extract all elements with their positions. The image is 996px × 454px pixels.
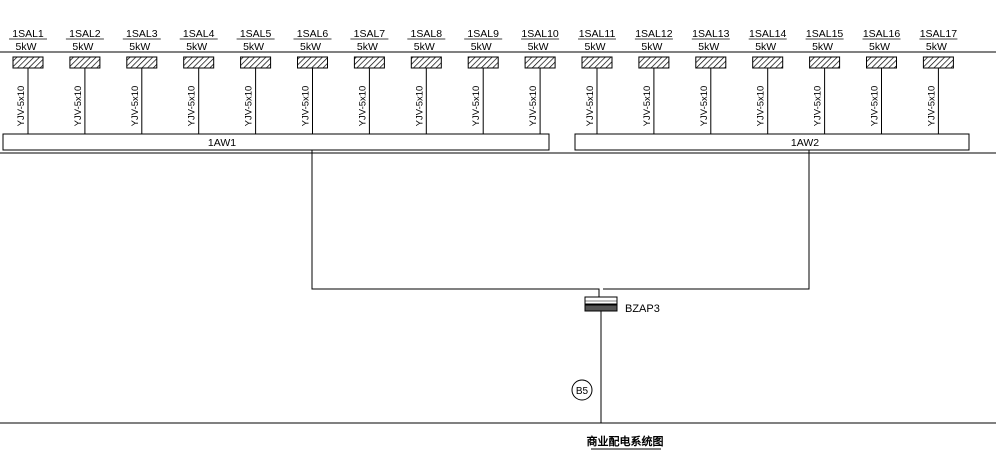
load-power-label: 5kW [869,41,890,53]
load-power-label: 5kW [755,41,776,53]
diagram-caption: 商业配电系统图 [587,434,664,448]
load-power-label: 5kW [926,41,947,53]
load-cable-label: YJV-5x10 [756,86,767,127]
load-id-label: 1SAL5 [240,28,272,40]
panel-1aw2-box [574,133,970,151]
load-breaker-symbol [240,56,272,69]
load-breaker-symbol [353,56,385,69]
feeder-line-1aw2 [603,150,810,290]
feeder-group: 1SAL15kWYJV-5x101SAL25kWYJV-5x101SAL35kW… [9,28,958,134]
load-cable-label: YJV-5x10 [414,86,425,127]
load-power-label: 5kW [414,41,435,53]
load-cable-label: YJV-5x10 [926,86,937,127]
load-breaker-symbol [809,56,841,69]
load-id-label: 1SAL10 [521,28,559,40]
load-breaker-symbol [297,56,328,69]
load-cable-label: YJV-5x10 [301,86,312,127]
load-cable-label: YJV-5x10 [870,86,881,127]
load-id-label: 1SAL15 [806,28,844,40]
load-id-label: 1SAL8 [411,28,443,40]
load-breaker-symbol [410,56,442,69]
panel-1aw2-label: 1AW2 [791,137,819,149]
load-cable-label: YJV-5x10 [357,86,368,127]
bzap3-switch-symbol [584,296,618,312]
load-cable-label: YJV-5x10 [73,86,84,127]
load-cable-label: YJV-5x10 [471,86,482,127]
load-breaker-symbol [695,56,727,69]
cable-marker-circle [571,379,593,401]
load-breaker-symbol [126,56,158,69]
load-id-label: 1SAL14 [749,28,787,40]
load-cable-label: YJV-5x10 [813,86,824,127]
load-breaker-symbol [638,56,670,69]
load-id-label: 1SAL1 [12,28,44,40]
load-power-label: 5kW [16,41,37,53]
load-breaker-symbol [467,56,499,69]
load-id-label: 1SAL6 [297,28,329,40]
load-power-label: 5kW [585,41,606,53]
load-cable-label: YJV-5x10 [642,86,653,127]
load-cable-label: YJV-5x10 [244,86,255,127]
load-cable-label: YJV-5x10 [585,86,596,127]
load-power-label: 5kW [129,41,150,53]
load-id-label: 1SAL11 [579,28,616,40]
feeder-line-1aw1 [311,150,600,298]
bzap3-label: BZAP3 [625,303,660,315]
panel-1aw1-label: 1AW1 [208,137,236,149]
load-id-label: 1SAL12 [635,28,673,40]
load-power-label: 5kW [300,41,321,53]
load-breaker-symbol [752,56,784,69]
load-id-label: 1SAL17 [920,28,958,40]
load-power-label: 5kW [641,41,662,53]
load-cable-label: YJV-5x10 [16,86,27,127]
load-breaker-symbol [922,56,954,69]
load-breaker-symbol [12,56,44,69]
load-id-label: 1SAL3 [126,28,158,40]
load-id-label: 1SAL9 [467,28,499,40]
load-cable-label: YJV-5x10 [528,86,539,127]
load-id-label: 1SAL2 [69,28,101,40]
load-breaker-symbol [524,56,556,69]
load-id-label: 1SAL13 [692,28,730,40]
panel-1aw1-box [2,133,550,151]
load-power-label: 5kW [812,41,833,53]
load-breaker-symbol [183,56,215,69]
load-power-label: 5kW [698,41,719,53]
load-id-label: 1SAL7 [354,28,386,40]
load-breaker-symbol [866,56,897,69]
load-id-label: 1SAL4 [183,28,215,40]
load-id-label: 1SAL16 [863,28,901,40]
load-power-label: 5kW [528,41,549,53]
load-power-label: 5kW [186,41,207,53]
load-power-label: 5kW [72,41,93,53]
load-power-label: 5kW [471,41,492,53]
load-cable-label: YJV-5x10 [187,86,198,127]
load-cable-label: YJV-5x10 [699,86,710,127]
load-power-label: 5kW [357,41,378,53]
load-power-label: 5kW [243,41,264,53]
load-breaker-symbol [69,56,101,69]
load-cable-label: YJV-5x10 [130,86,141,127]
cable-marker-label: B5 [576,386,589,397]
load-breaker-symbol [581,56,613,69]
